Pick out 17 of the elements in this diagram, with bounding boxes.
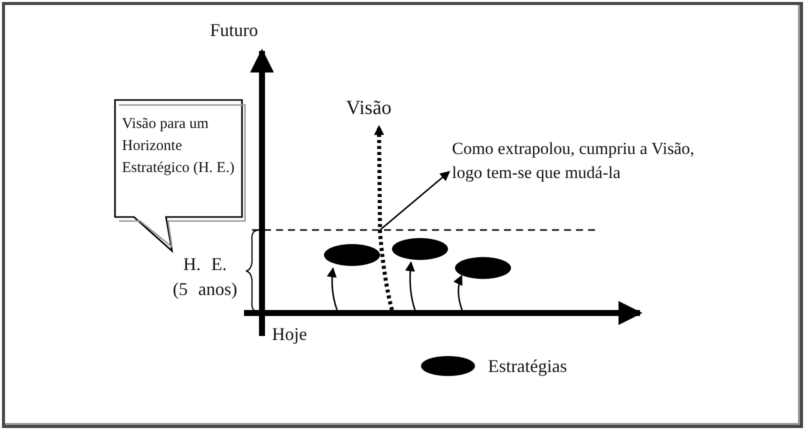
- arrow: [405, 261, 416, 310]
- arrow: [454, 274, 463, 310]
- strategy-ellipse: [455, 257, 511, 279]
- axis-label: Hoje: [272, 323, 308, 346]
- vision-label: Visão: [346, 96, 412, 122]
- note-text: Como extrapolou, cumpriu a Visão, logo tem-se que mudá-la: [452, 137, 714, 185]
- strategy-ellipse: [324, 244, 380, 266]
- dotted-arrow: [374, 124, 394, 310]
- callout-text: Visão para um Horizonte Estratégico (H. E.): [122, 115, 236, 178]
- speech-bubble: [112, 97, 246, 255]
- horizon-label: H. E. (5 anos): [172, 253, 238, 301]
- arrow: [380, 170, 450, 231]
- axis-label: Futuro: [210, 19, 260, 42]
- legend-text: Estratégias: [488, 355, 567, 378]
- horizontal-axis: [244, 301, 642, 325]
- arrow: [326, 267, 338, 310]
- strategy-ellipse: [392, 238, 448, 260]
